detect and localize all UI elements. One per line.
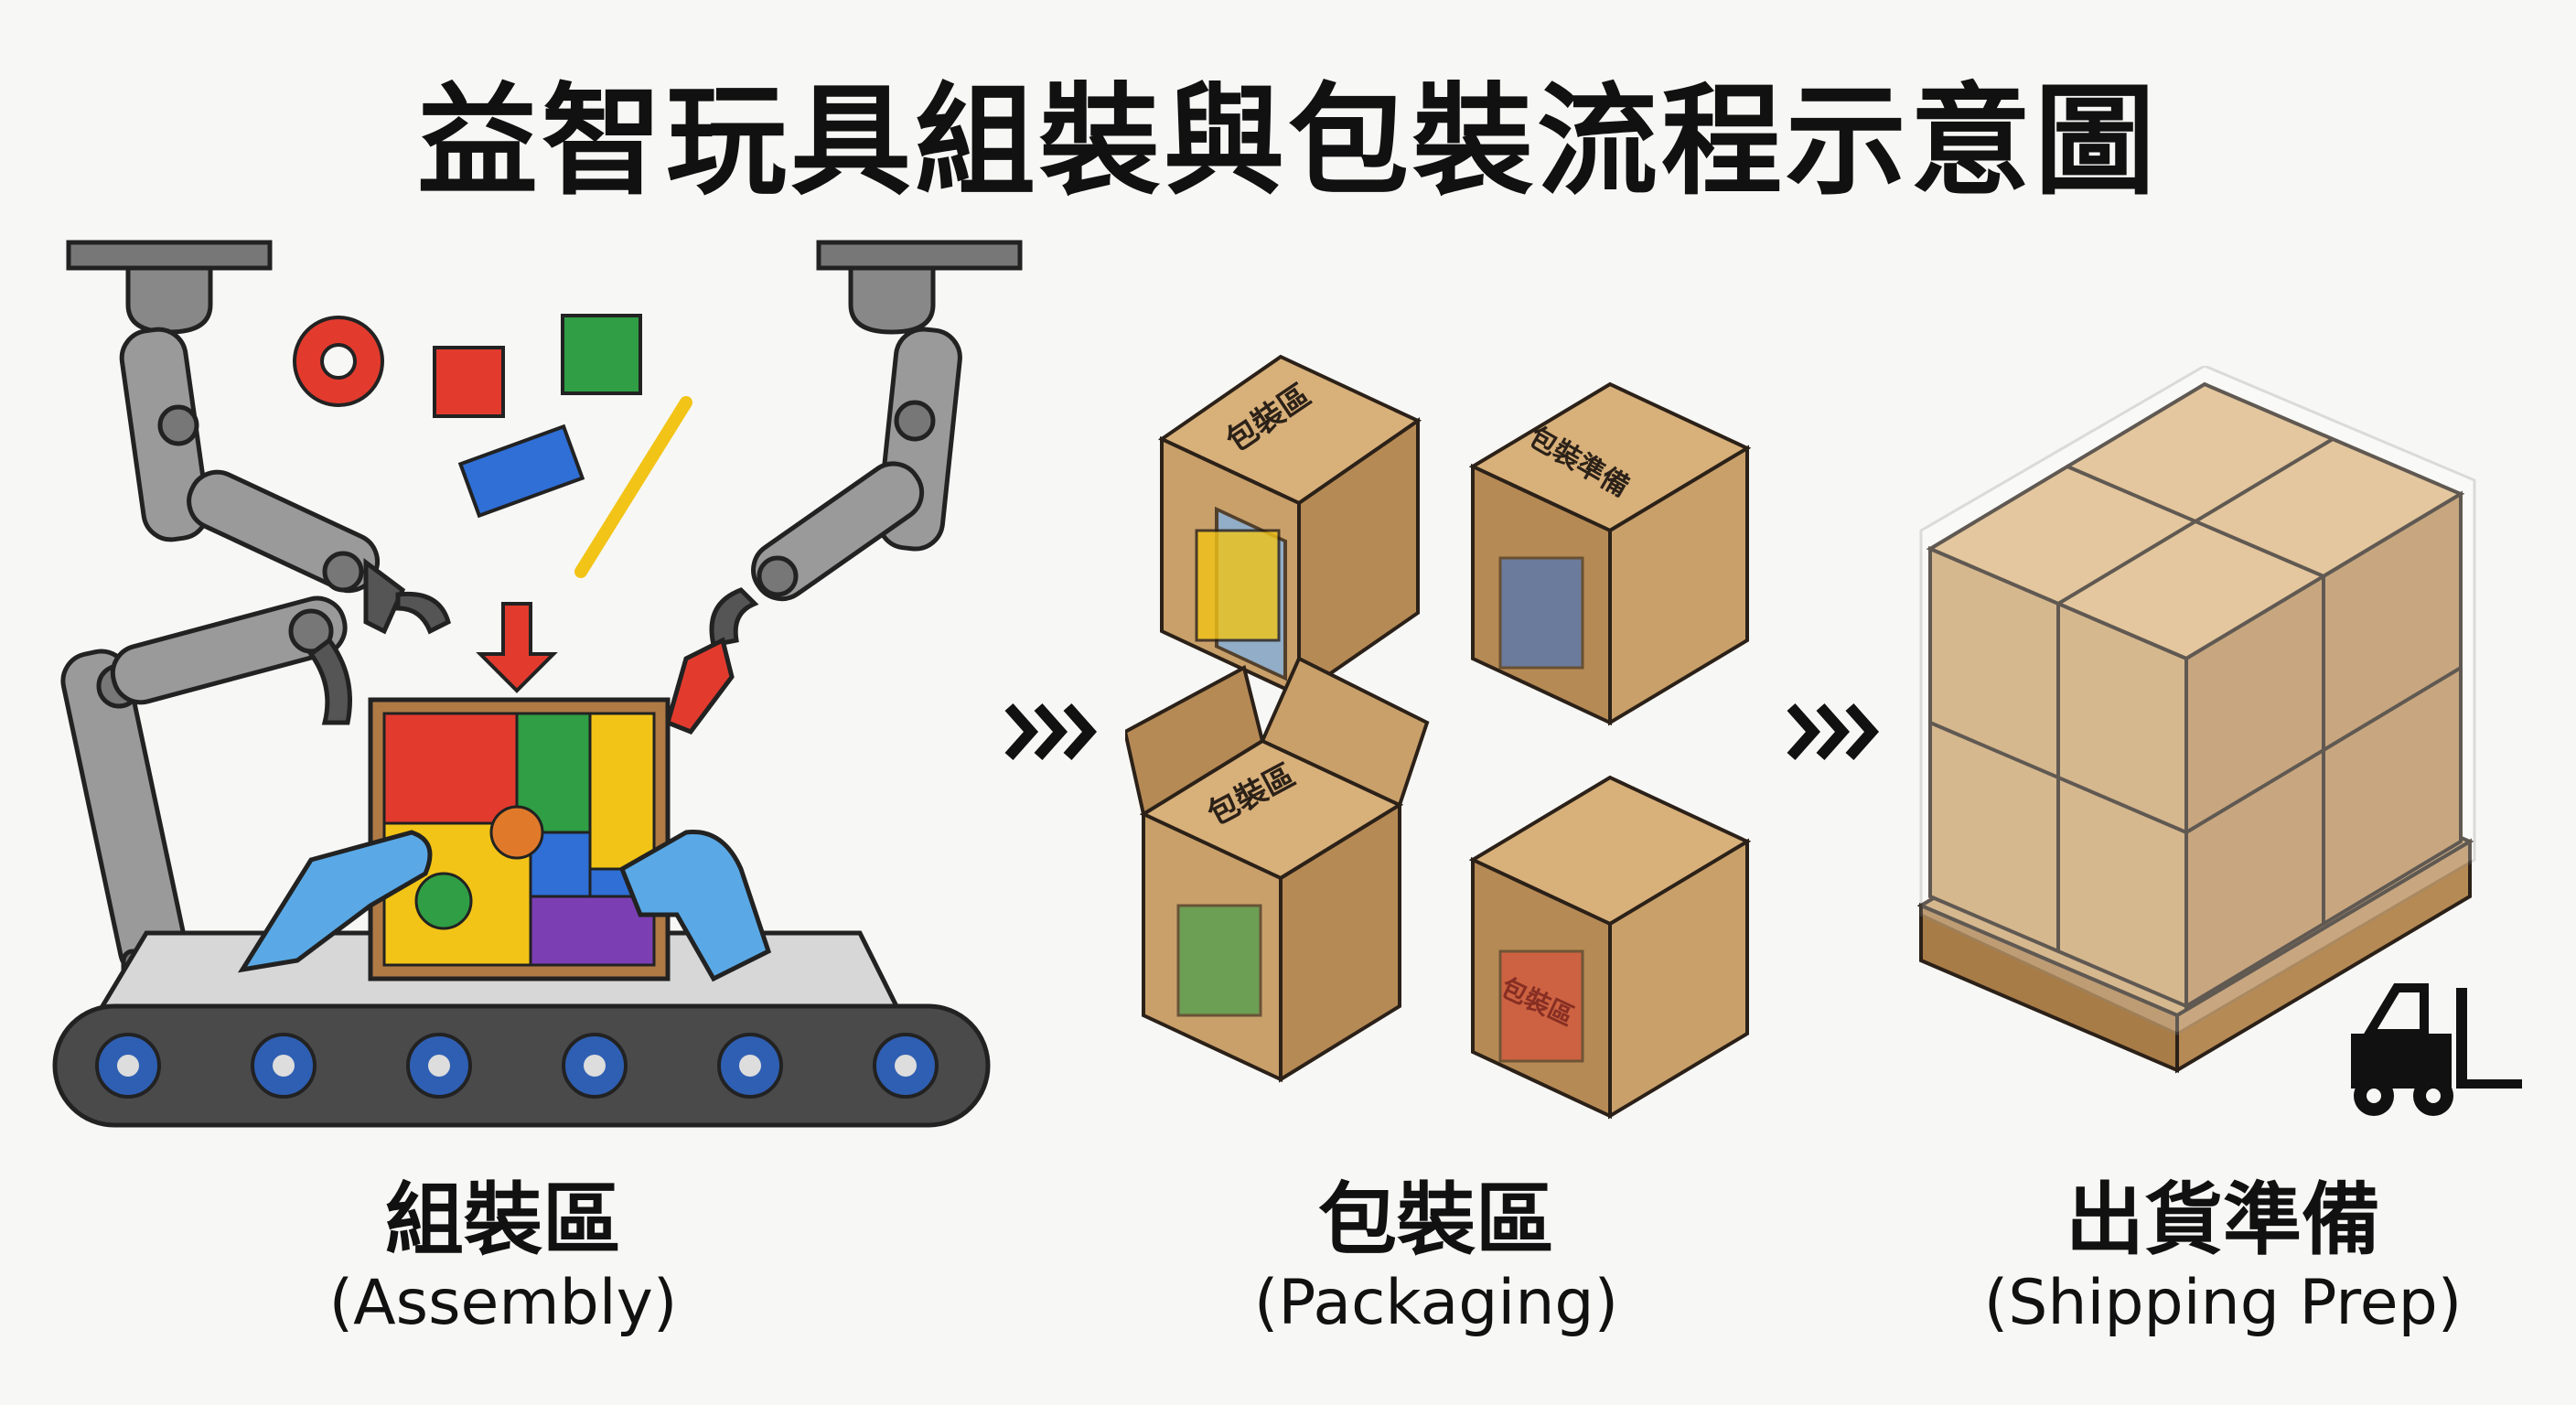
right-glove xyxy=(618,830,772,982)
gear-icon xyxy=(489,805,544,860)
packaging-illustration: 包裝區 包裝準備 包裝區 包裝區 xyxy=(1125,354,1752,1120)
box-stack xyxy=(1926,381,2465,1010)
triple-chevron-right-icon xyxy=(1004,703,1098,760)
robot-arm-right xyxy=(664,240,1023,735)
yellow-rod xyxy=(574,396,692,578)
shipping-label: 出貨準備 xyxy=(2066,1174,2380,1266)
triple-chevron-right-icon xyxy=(1787,703,1880,760)
shipping-illustration xyxy=(1916,366,2522,1116)
packaging-label: 包裝區 xyxy=(1318,1174,1554,1266)
assembly-caption: 組裝區 (Assembly) xyxy=(210,1175,796,1340)
blue-block xyxy=(457,424,585,519)
shipping-caption: 出貨準備 (Shipping Prep) xyxy=(1930,1175,2516,1340)
down-arrow-icon xyxy=(476,602,558,693)
gear-icon xyxy=(414,872,473,930)
assembly-label: 組裝區 xyxy=(385,1174,621,1266)
assembly-label-en: (Assembly) xyxy=(328,1266,678,1339)
assembly-illustration xyxy=(52,240,1023,1128)
box-top-left: 包裝區 xyxy=(1157,354,1422,699)
green-block xyxy=(561,314,642,395)
red-block xyxy=(433,346,505,418)
shrink-wrap xyxy=(1919,366,2476,1035)
packaging-caption: 包裝區 (Packaging) xyxy=(1143,1175,1729,1340)
box-bottom-left-open: 包裝區 xyxy=(1125,656,1430,1083)
shipping-label-en: (Shipping Prep) xyxy=(1983,1266,2463,1339)
left-glove xyxy=(237,830,433,973)
page-title: 益智玩具組裝與包裝流程示意圖 xyxy=(417,71,2159,212)
forklift-icon xyxy=(2351,983,2522,1116)
gear-icon xyxy=(293,316,384,407)
box-top-right: 包裝準備 xyxy=(1468,381,1752,726)
robot-arm-left xyxy=(66,240,451,635)
packaging-label-en: (Packaging) xyxy=(1253,1266,1619,1339)
box-bottom-right: 包裝區 xyxy=(1468,775,1752,1120)
